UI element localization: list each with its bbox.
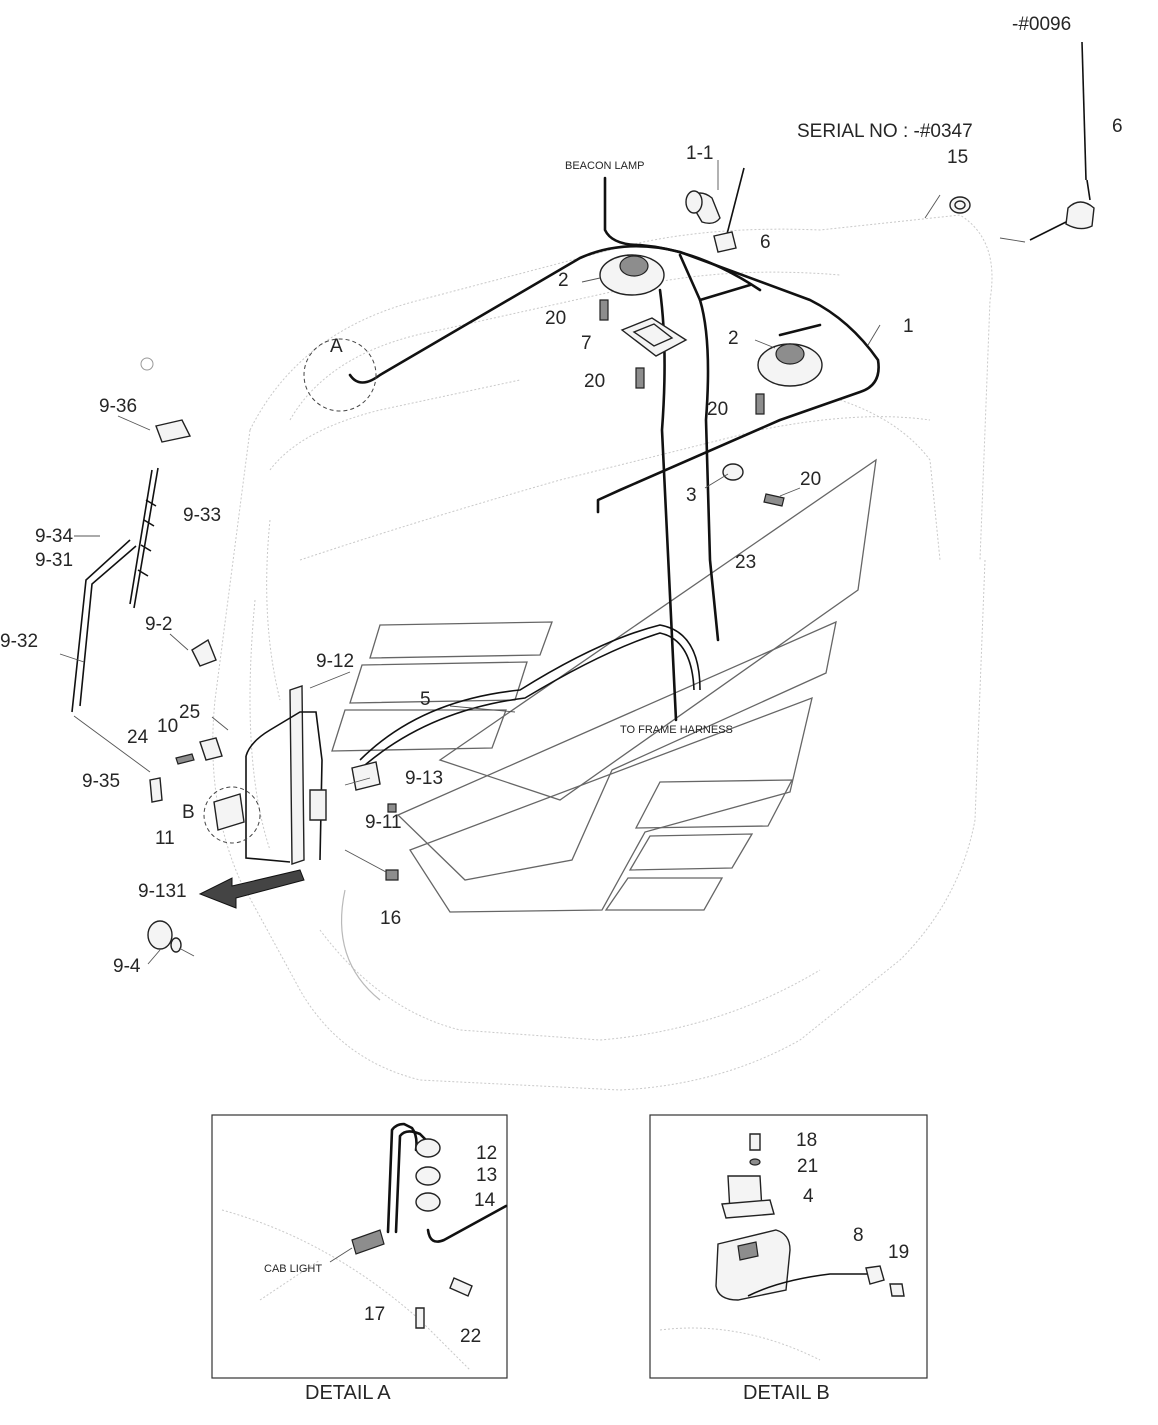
callout-12: 12 (476, 1143, 497, 1164)
antenna-grommet[interactable] (949, 196, 971, 214)
callout-16: 16 (380, 908, 401, 929)
callout-20-c: 20 (707, 399, 728, 420)
detail-a-marker: A (303, 336, 377, 412)
detail-a-marker-label: A (330, 336, 343, 357)
callout-22: 22 (460, 1326, 481, 1347)
callout-17: 17 (364, 1304, 385, 1325)
callout-8: 8 (853, 1225, 864, 1246)
leader-lines (59, 160, 1026, 965)
detail-a-box: CAB LIGHT 12 13 14 17 22 (211, 1114, 508, 1379)
beacon-socket[interactable] (685, 190, 721, 225)
detail-a-title: DETAIL A (305, 1382, 391, 1404)
wiper-arm[interactable] (71, 539, 137, 713)
cab-outline (212, 214, 993, 1091)
speaker-right[interactable] (757, 343, 823, 387)
callout-9-34: 9-34 (35, 526, 73, 547)
callout-24: 24 (127, 727, 149, 748)
callout-1: 1 (903, 316, 914, 337)
side-decal (331, 458, 877, 913)
screw-20b[interactable] (635, 367, 645, 389)
wire-clip[interactable] (722, 463, 744, 481)
callout-20-d: 20 (800, 469, 821, 490)
callout-20-b: 20 (584, 371, 605, 392)
detail-b-marker-label: B (182, 802, 195, 823)
callout-15: 15 (947, 147, 968, 168)
callout-9-4: 9-4 (113, 956, 141, 977)
callout-9-2: 9-2 (145, 614, 172, 635)
callout-9-36: 9-36 (99, 396, 137, 417)
callout-9-131: 9-131 (138, 881, 187, 902)
callout-9-11: 9-11 (365, 812, 402, 833)
callout-1-1: 1-1 (686, 143, 713, 164)
antenna-serial-note: -#0096 (1012, 14, 1071, 35)
wiper-blade[interactable] (129, 467, 159, 609)
callout-6-antenna: 6 (1112, 116, 1123, 137)
callout-2-right: 2 (728, 328, 739, 349)
callout-6-roof: 6 (760, 232, 771, 253)
callout-9-12: 9-12 (316, 651, 354, 672)
roof-wire-harness[interactable] (348, 176, 880, 722)
detail-b-box: 18 21 4 8 19 (649, 1114, 928, 1379)
callout-3: 3 (686, 485, 697, 506)
screw-20a[interactable] (599, 299, 609, 321)
callout-19: 19 (888, 1242, 909, 1263)
callout-14: 14 (474, 1190, 496, 1211)
callout-20-a: 20 (545, 308, 566, 329)
callout-9-35: 9-35 (82, 771, 120, 792)
wiper-pivot-parts[interactable] (149, 737, 399, 881)
serial-note: SERIAL NO : -#0347 (797, 121, 973, 142)
callout-25: 25 (179, 702, 200, 723)
cab-light-label: CAB LIGHT (264, 1263, 322, 1275)
callout-21: 21 (797, 1156, 818, 1177)
wiper-motor-frame[interactable] (245, 685, 381, 865)
speaker-left[interactable] (599, 254, 665, 296)
callout-5: 5 (420, 689, 431, 710)
callout-13: 13 (476, 1165, 497, 1186)
callout-4: 4 (803, 1186, 814, 1207)
wiper-cover[interactable] (155, 419, 192, 443)
screw-20c[interactable] (755, 393, 765, 415)
callout-9-33: 9-33 (183, 505, 221, 526)
whip-antenna[interactable] (1029, 41, 1095, 241)
callout-7: 7 (581, 333, 592, 354)
callout-23: 23 (735, 552, 756, 573)
dome-light[interactable] (620, 317, 688, 357)
roof-antenna-small[interactable] (713, 167, 745, 253)
callout-18: 18 (796, 1130, 817, 1151)
callout-9-32: 9-32 (0, 631, 38, 652)
detail-b-marker: B (182, 786, 261, 844)
beacon-lamp-label: BEACON LAMP (565, 160, 644, 172)
callouts: -#0096 SERIAL NO : -#0347 6 15 BEACON LA… (0, 14, 1123, 977)
detail-b-title: DETAIL B (743, 1382, 830, 1404)
wiper-nut[interactable] (147, 920, 182, 953)
wiper-bracket[interactable] (191, 638, 217, 667)
to-frame-harness-label: TO FRAME HARNESS (620, 724, 733, 736)
callout-10: 10 (157, 716, 178, 737)
callout-9-31: 9-31 (35, 550, 73, 571)
callout-9-13: 9-13 (405, 768, 443, 789)
screw-20d[interactable] (763, 493, 785, 507)
washer-hose[interactable] (359, 624, 701, 766)
wiper-arrow (198, 869, 305, 909)
callout-2-left: 2 (558, 270, 569, 291)
callout-11: 11 (155, 828, 175, 849)
